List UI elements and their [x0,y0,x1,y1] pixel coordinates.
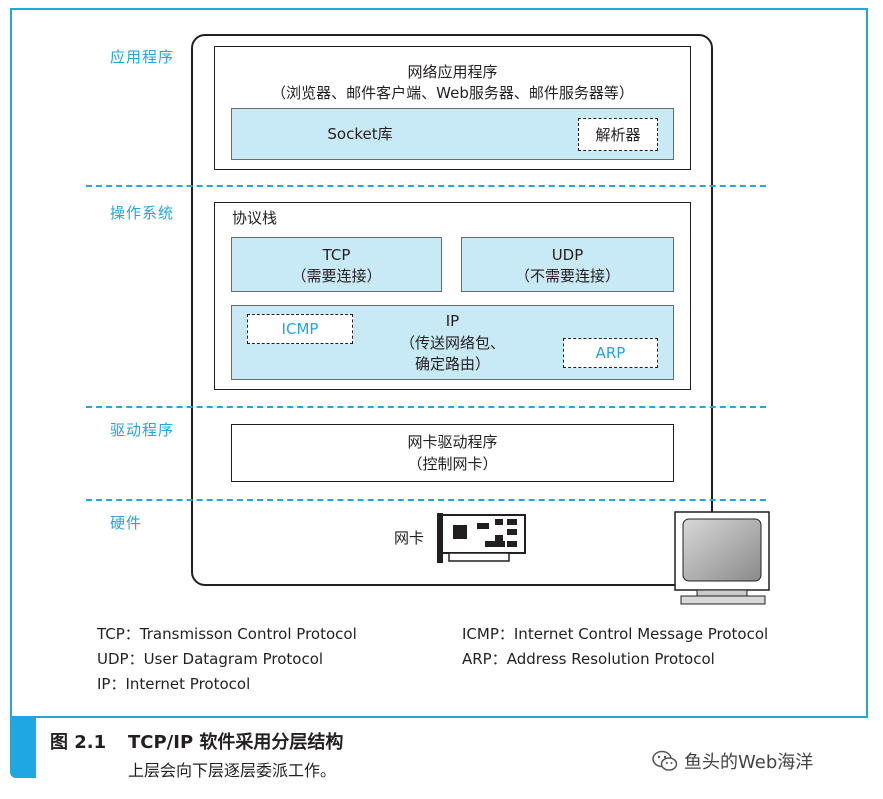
tcp-box [231,237,442,292]
figure-subtitle: 上层会向下层逐层委派工作。 [128,761,337,780]
tcp-note: （需要连接） [291,267,382,285]
ip-label: IP [445,312,460,330]
caption-divider [36,716,868,718]
nic-driver-box [231,424,674,482]
application-subtitle: （浏览器、邮件客户端、Web服务器、邮件服务器等） [271,84,634,102]
udp-box [461,237,674,292]
figure-title: TCP/IP 软件采用分层结构 [128,732,344,753]
layer-divider [86,185,766,187]
nic-driver-note: （控制网卡） [407,455,498,473]
nic-driver-title: 网卡驱动程序 [407,433,498,451]
udp-note: （不需要连接） [514,267,620,285]
legend-tcp: TCP：Transmisson Control Protocol [97,625,357,643]
legend-icmp: ICMP：Internet Control Message Protocol [462,625,769,643]
legend-arp: ARP：Address Resolution Protocol [462,650,715,668]
ip-note-line2: 确定路由） [414,355,490,373]
monitor-icon [674,511,770,605]
protocol-stack-title: 协议栈 [232,209,278,227]
layer-label-hardware: 硬件 [110,514,143,532]
caption-accent-bar [10,716,36,778]
figure-frame [10,8,868,716]
figure-number: 图 2.1 [50,732,107,753]
legend-udp: UDP：User Datagram Protocol [97,650,324,668]
application-title: 网络应用程序 [407,63,498,81]
udp-label: UDP [551,246,584,264]
tcp-label: TCP [322,246,351,264]
layer-label-driver: 驱动程序 [110,421,175,439]
nic-label: 网卡 [394,529,425,547]
layer-label-os: 操作系统 [110,204,175,222]
icmp-box: ICMP [247,314,353,344]
socket-library-label: Socket库 [327,125,393,143]
watermark: 鱼头的Web海洋 [652,748,813,774]
ip-note-line1: （传送网络包、 [399,334,505,352]
resolver-box: 解析器 [578,118,658,151]
network-card-icon [437,513,526,563]
layer-divider [86,406,766,408]
watermark-text: 鱼头的Web海洋 [684,752,814,773]
arp-box: ARP [563,338,658,368]
layer-label-application: 应用程序 [110,48,175,66]
layer-divider [86,499,766,501]
legend-ip: IP：Internet Protocol [97,675,251,693]
wechat-icon [652,750,678,771]
